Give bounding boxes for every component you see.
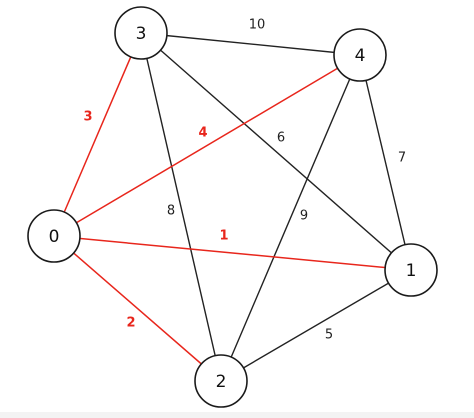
edge-2-1 — [220, 269, 412, 382]
edge-0-4 — [53, 54, 361, 237]
node-label-2: 2 — [216, 372, 227, 392]
edge-weight-0-4: 4 — [198, 126, 207, 141]
edge-labels-layer: 3 4 1 2 10 6 8 7 9 5 — [83, 18, 406, 343]
node-circle-0 — [27, 209, 81, 263]
node-circle-2 — [194, 354, 248, 408]
edge-4-1 — [359, 54, 412, 271]
edge-weight-3-1: 6 — [277, 131, 285, 146]
node-circle-3 — [114, 6, 168, 60]
edge-weight-3-4: 10 — [249, 18, 266, 33]
node-3: 3 — [114, 6, 168, 60]
nodes-layer: 0 1 2 3 4 — [27, 6, 438, 408]
edge-weight-0-1: 1 — [219, 229, 228, 244]
edge-weight-0-3: 3 — [83, 110, 92, 125]
bottom-strip — [0, 412, 474, 418]
edge-0-1 — [53, 235, 412, 271]
edge-weight-0-2: 2 — [126, 316, 135, 331]
edge-weight-3-2: 8 — [167, 204, 175, 219]
node-2: 2 — [194, 354, 248, 408]
node-label-1: 1 — [406, 261, 417, 281]
edge-3-4 — [140, 32, 361, 56]
edge-weight-4-1: 7 — [398, 151, 406, 166]
node-circle-1 — [384, 243, 438, 297]
edge-4-2 — [220, 54, 361, 382]
edge-weight-4-2: 9 — [300, 209, 308, 224]
edge-3-2 — [140, 32, 222, 382]
node-1: 1 — [384, 243, 438, 297]
node-0: 0 — [27, 209, 81, 263]
node-label-3: 3 — [136, 24, 147, 44]
edge-0-2 — [53, 235, 222, 382]
edge-weight-2-1: 5 — [325, 328, 333, 343]
node-circle-4 — [333, 28, 387, 82]
edge-0-3 — [53, 32, 142, 237]
edges-layer — [53, 32, 412, 382]
node-label-0: 0 — [49, 227, 60, 247]
edge-3-1 — [140, 32, 412, 271]
node-label-4: 4 — [355, 46, 366, 66]
node-4: 4 — [333, 28, 387, 82]
